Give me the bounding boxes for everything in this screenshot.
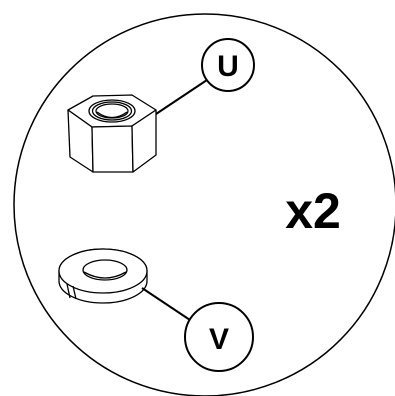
callout-label-v: V (209, 323, 229, 356)
hex-nut-icon (68, 95, 156, 172)
quantity-label: x2 (285, 183, 341, 239)
callout-v: V (185, 303, 253, 371)
split-lock-washer-icon (59, 249, 147, 303)
callout-label-u: U (217, 50, 239, 83)
callout-u: U (202, 39, 254, 91)
